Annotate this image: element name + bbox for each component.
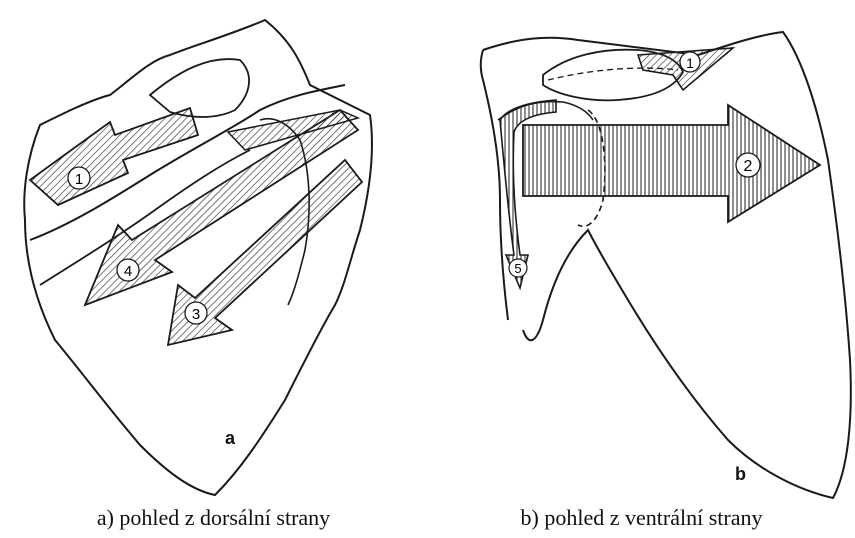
panel-letter-b: b (735, 464, 746, 484)
panel-letter-a: a (225, 428, 235, 448)
arrow-5-ventral-label: 5 (514, 261, 521, 276)
arrow-1-ventral-label: 1 (686, 55, 694, 71)
arrow-2-ventral-label: 2 (744, 158, 753, 175)
panel-b-ventral-view: 1 2 5 b b) pohled z ventrální strany (428, 0, 855, 538)
scapula-ventral-drawing: 1 2 5 (428, 0, 855, 500)
arrow-2-ventral (523, 105, 820, 222)
scapula-dorsal-drawing: 1 4 3 (0, 0, 427, 500)
caption-a: a) pohled z dorsální strany (0, 505, 427, 531)
arrow-1-dorsal (30, 108, 198, 205)
arrow-1-dorsal-label: 1 (75, 171, 83, 188)
scapula-outline (24, 20, 372, 495)
arrow-4-dorsal-label: 3 (192, 306, 200, 323)
caption-b: b) pohled z ventrální strany (428, 505, 855, 531)
arrow-3-dorsal-label: 4 (124, 263, 132, 280)
panel-a-dorsal-view: 1 4 3 a a) pohled z dorsální strany (0, 0, 427, 538)
acromion-outline (150, 59, 249, 117)
